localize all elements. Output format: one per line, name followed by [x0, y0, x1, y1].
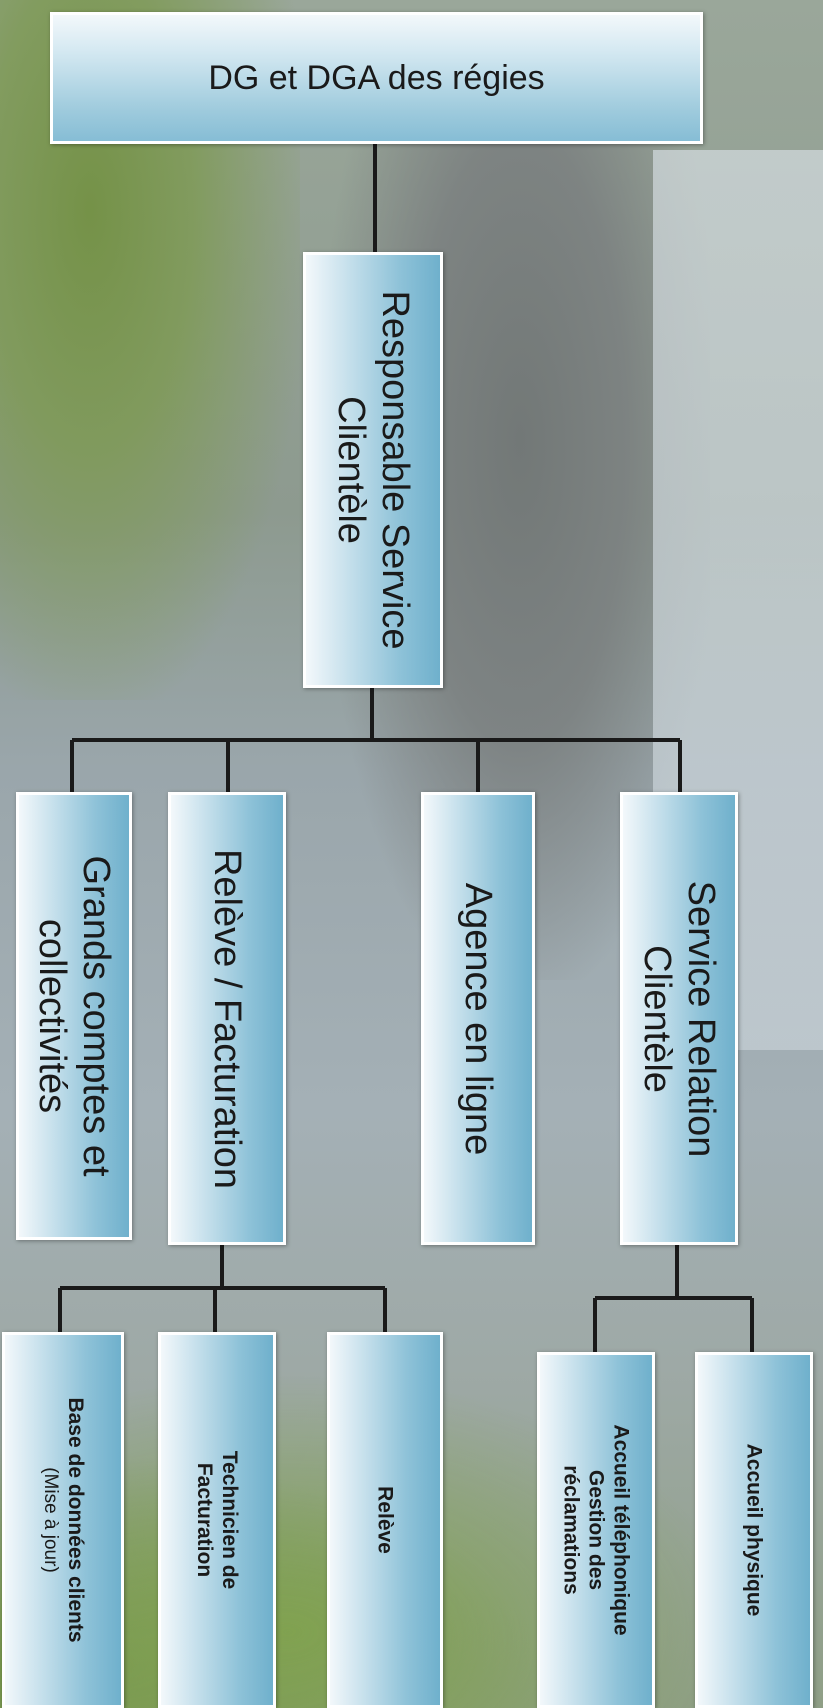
grands-comptes-line2: collectivités — [31, 918, 73, 1114]
base-donnees-line1: Base de données clients — [64, 1397, 87, 1643]
node-dg-dga-label: DG et DGA des régies — [208, 58, 545, 97]
accueil-tel-line2: Gestion des — [584, 1469, 608, 1591]
service-relation-line1: Service Relation — [680, 880, 722, 1157]
releve-facturation-line1: Relève / Facturation — [206, 848, 248, 1189]
releve-line1: Relève — [373, 1486, 397, 1554]
node-service-relation-clientele: Service Relation Clientèle — [620, 792, 738, 1245]
node-releve: Relève — [327, 1332, 443, 1708]
node-dg-dga: DG et DGA des régies — [50, 12, 703, 144]
base-donnees-line2: (Mise à jour) — [40, 1467, 61, 1573]
agence-line1: Agence en ligne — [457, 882, 499, 1155]
service-relation-line2: Clientèle — [636, 944, 678, 1093]
node-agence-en-ligne: Agence en ligne — [421, 792, 535, 1245]
technicien-line1: Technicien de — [218, 1450, 241, 1590]
node-releve-facturation: Relève / Facturation — [168, 792, 286, 1245]
node-accueil-physique: Accueil physique — [695, 1352, 813, 1708]
grands-comptes-line1: Grands comptes et — [75, 855, 117, 1177]
responsable-line2: Clientèle — [330, 396, 372, 544]
accueil-tel-line1: Accueil téléphonique — [609, 1424, 633, 1636]
node-base-donnees-clients: Base de données clients (Mise à jour) — [2, 1332, 124, 1708]
node-responsable-service-clientele: Responsable Service Clientèle — [303, 252, 443, 688]
node-technicien-facturation: Technicien de Facturation — [158, 1332, 276, 1708]
accueil-physique-line1: Accueil physique — [742, 1443, 766, 1617]
responsable-line1: Responsable Service — [374, 290, 416, 650]
node-accueil-telephonique: Accueil téléphonique Gestion des réclama… — [537, 1352, 655, 1708]
node-grands-comptes: Grands comptes et collectivités — [16, 792, 132, 1240]
accueil-tel-line3: réclamations — [559, 1465, 583, 1595]
technicien-line2: Facturation — [193, 1462, 216, 1578]
